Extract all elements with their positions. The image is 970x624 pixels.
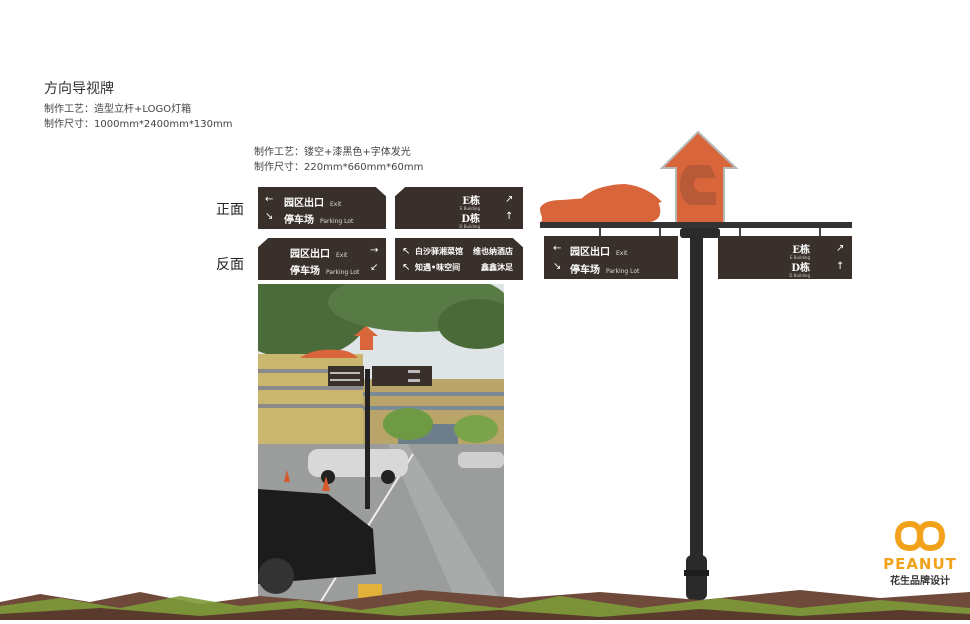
logo-name: PEANUT bbox=[883, 555, 957, 573]
process-spec-board: 制作工艺：镂空+漆黑色+字体发光 bbox=[254, 147, 411, 158]
arrow-up-right-icon: ↗ bbox=[505, 194, 514, 205]
arrow-up-left-icon: ↖ bbox=[402, 246, 411, 257]
arrow-up-right-icon: ↗ bbox=[836, 243, 845, 254]
arrow-up-icon: ↑ bbox=[505, 211, 514, 222]
logo-subtitle: 花生品牌设计 bbox=[890, 576, 950, 587]
arrow-down-right-icon: ↘ bbox=[265, 211, 274, 222]
back-label: 反面 bbox=[216, 257, 244, 273]
exit-en: Exit bbox=[330, 201, 342, 208]
size-spec-board: 制作尺寸：220mm*660mm*60mm bbox=[254, 162, 424, 173]
arrow-down-right-icon: ↘ bbox=[553, 261, 562, 272]
peanut-logo-icon bbox=[894, 520, 946, 552]
signpost-illustration bbox=[540, 130, 860, 610]
front-label: 正面 bbox=[216, 202, 244, 218]
parking-en: Parking Lot bbox=[320, 218, 354, 225]
exit-cn: 园区出口 bbox=[284, 198, 324, 209]
arrow-up-left-icon: ↖ bbox=[402, 262, 411, 273]
process-spec-pole: 制作工艺：造型立杆+LOGO灯箱 bbox=[44, 104, 192, 115]
arrow-left-icon: ← bbox=[553, 243, 562, 254]
parking-cn: 停车场 bbox=[284, 215, 314, 226]
arrow-up-icon: ↑ bbox=[836, 261, 845, 272]
back-right-sign: ↖ 白沙驿湘菜馆 维也纳酒店 ↖ 知遇•味空间 鑫鑫沐足 bbox=[395, 238, 523, 280]
peanut-logo: PEANUT 花生品牌设计 bbox=[880, 520, 960, 590]
restaurant-label: 白沙驿湘菜馆 bbox=[415, 246, 463, 256]
parking-cn: 停车场 bbox=[570, 265, 600, 276]
hotel-label: 维也纳酒店 bbox=[473, 246, 513, 256]
arrow-right-icon: → bbox=[370, 245, 379, 256]
pole-left-sign: ← 园区出口 Exit ↘ 停车场 Parking Lot bbox=[544, 236, 678, 279]
installation-photo bbox=[258, 284, 504, 606]
page-title: 方向导视牌 bbox=[44, 81, 114, 97]
exit-cn: 园区出口 bbox=[570, 247, 610, 258]
exit-en: Exit bbox=[616, 250, 628, 257]
ground-decoration bbox=[0, 590, 970, 620]
parking-en: Parking Lot bbox=[326, 269, 360, 276]
spa-label: 鑫鑫沐足 bbox=[481, 262, 513, 272]
cafe-label: 知遇•味空间 bbox=[415, 262, 461, 272]
size-spec-pole: 制作尺寸：1000mm*2400mm*130mm bbox=[44, 119, 233, 130]
parking-en: Parking Lot bbox=[606, 268, 640, 275]
back-left-sign: 园区出口 Exit → 停车场 Parking Lot ↙ bbox=[258, 238, 386, 280]
arrow-left-icon: ← bbox=[265, 194, 274, 205]
exit-en: Exit bbox=[336, 252, 348, 259]
exit-cn: 园区出口 bbox=[290, 249, 330, 260]
front-left-sign: ← 园区出口 Exit ↘ 停车场 Parking Lot bbox=[258, 187, 386, 229]
parking-cn: 停车场 bbox=[290, 266, 320, 277]
arrow-down-left-icon: ↙ bbox=[370, 262, 379, 273]
